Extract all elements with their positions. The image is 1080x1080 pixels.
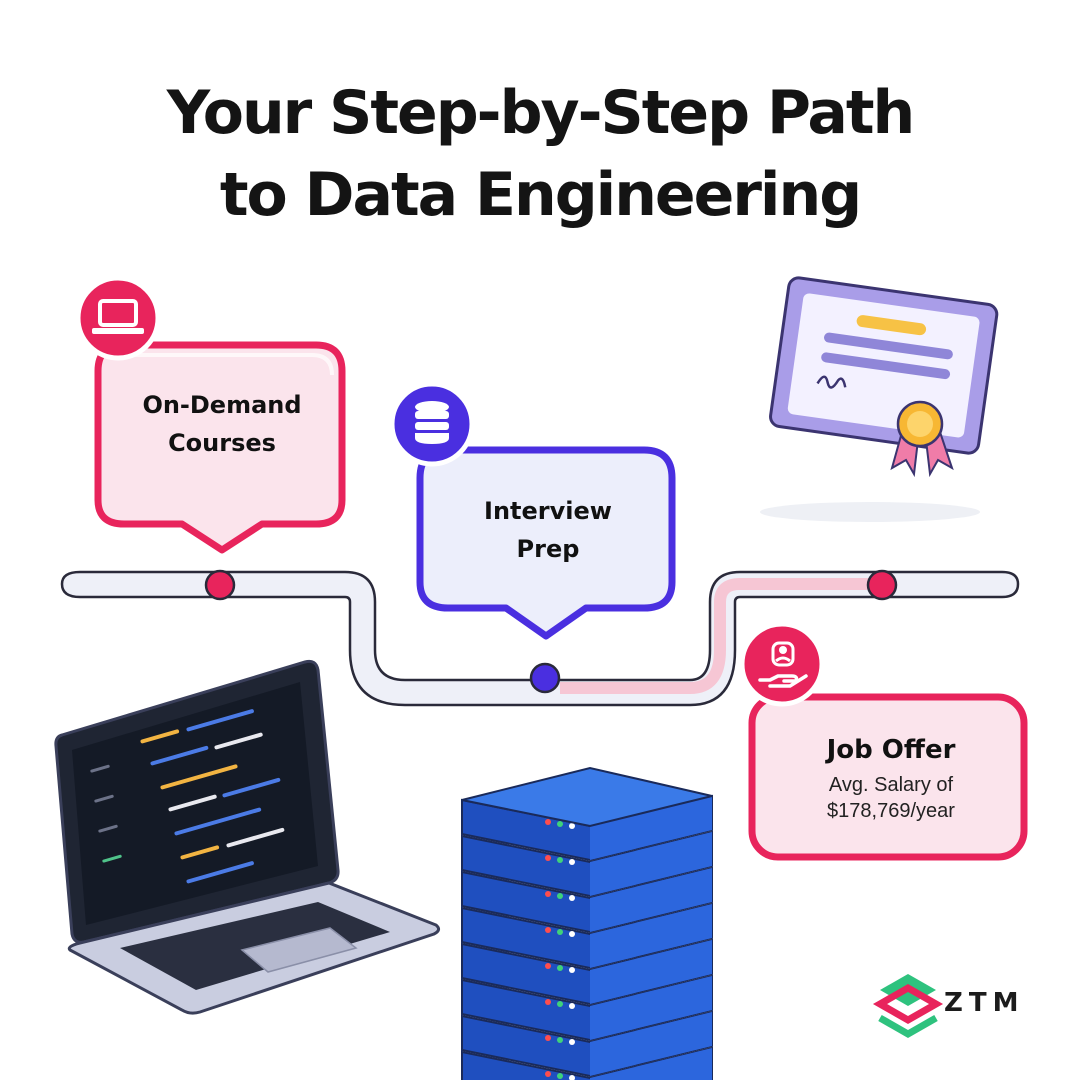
step-interview-label: Interview Prep (428, 492, 668, 568)
laptop-illustration (54, 659, 441, 1015)
server-unit (461, 1046, 713, 1080)
job-salary-line-2: $178,769/year (827, 800, 955, 822)
job-salary-line-1: Avg. Salary of (828, 774, 954, 796)
step-job-subtitle: Avg. Salary of $178,769/year (760, 772, 1022, 824)
step-interview-line-1: Interview (484, 497, 612, 525)
title-line-1: Your Step-by-Step Path (166, 78, 915, 148)
server-unit (461, 974, 713, 1042)
server-unit (461, 830, 713, 898)
database-icon (389, 381, 475, 467)
timeline-track (60, 569, 1020, 707)
code-lines (90, 709, 285, 884)
card-courses (94, 341, 346, 554)
server-unit (461, 866, 713, 934)
step-courses-line-1: On-Demand (142, 391, 302, 419)
server-unit (461, 1010, 713, 1078)
step-job-label: Job Offer (826, 735, 956, 765)
ztm-logo-icon (872, 974, 944, 1039)
page-title: Your Step-by-Step Path to Data Engineeri… (0, 72, 1080, 236)
server-unit (461, 902, 713, 970)
card-job-offer (748, 693, 1028, 861)
hand-person-icon (739, 621, 825, 707)
award-ribbon-icon (890, 400, 954, 478)
server-stack-illustration (461, 766, 713, 1080)
timeline-node-job (866, 569, 898, 601)
timeline-node-interview (529, 662, 561, 694)
timeline-node-courses (204, 569, 236, 601)
certificate-illustration (760, 276, 999, 522)
step-courses-line-2: Courses (168, 429, 276, 457)
server-unit (461, 938, 713, 1006)
title-line-2: to Data Engineering (219, 160, 862, 230)
laptop-icon (75, 275, 161, 361)
step-courses-label: On-Demand Courses (112, 386, 332, 462)
step-interview-line-2: Prep (516, 535, 580, 563)
card-interview (416, 446, 676, 640)
ztm-logo-text: ZTM (944, 988, 1025, 1018)
